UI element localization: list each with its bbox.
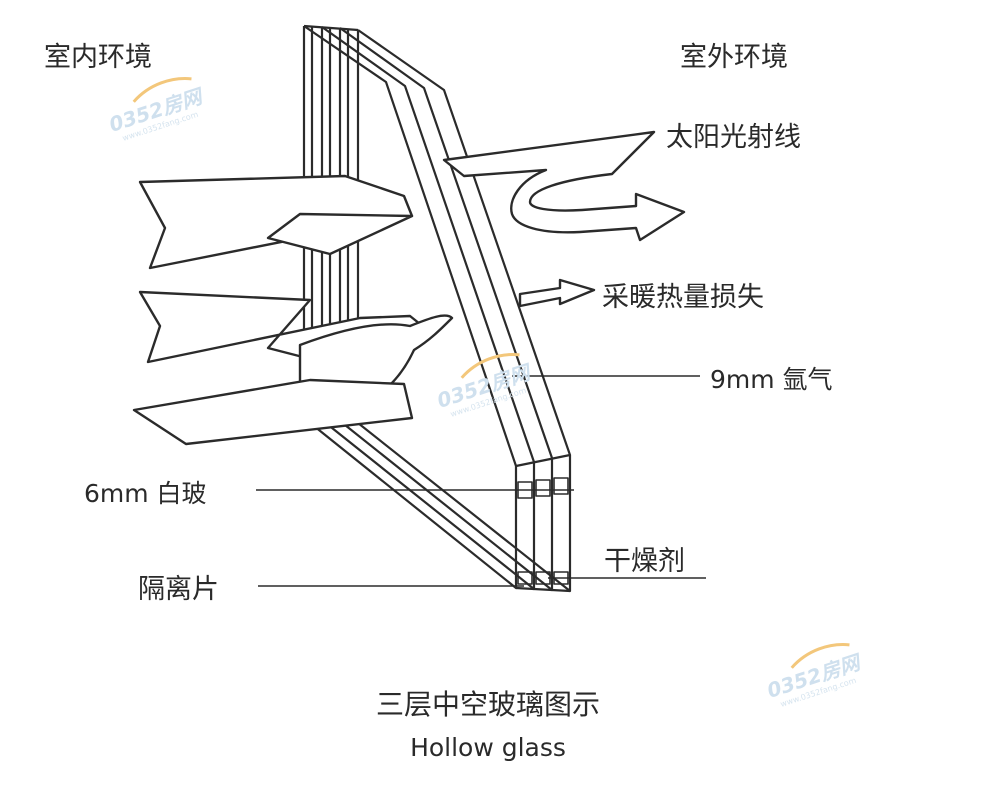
label-spacer: 隔离片 (138, 574, 219, 605)
watermark-swoosh-icon (132, 77, 192, 103)
watermark-swoosh-icon (460, 353, 520, 379)
ribbon-arrow-bottom (132, 378, 414, 446)
ribbon-fold-top (266, 212, 414, 256)
label-heat-loss: 采暖热量损失 (602, 282, 764, 313)
watermark-bottom: 0352房网 www.0352fang.com (764, 643, 865, 709)
label-desiccant: 干燥剂 (604, 546, 685, 577)
glass-pane-2 (320, 26, 536, 591)
leader-lines (256, 375, 706, 587)
heat-loss-arrow (518, 278, 596, 308)
label-outdoor: 室外环境 (680, 42, 788, 73)
label-white-glass: 6mm 白玻 (84, 479, 207, 508)
watermark-top: 0352房网 www.0352fang.com (106, 77, 207, 143)
outdoor-arrows (442, 130, 686, 308)
glass-pane-1 (302, 25, 518, 590)
label-indoor: 室内环境 (44, 42, 152, 73)
title-chinese: 三层中空玻璃图示 (376, 688, 600, 721)
title-english: Hollow glass (410, 733, 566, 762)
label-argon: 9mm 氩气 (710, 365, 833, 394)
label-solar: 太阳光射线 (666, 122, 801, 153)
watermark-swoosh-icon (790, 643, 850, 669)
watermark-middle: 0352房网 www.0352fang.com (434, 353, 535, 419)
solar-ray-arrow (442, 130, 686, 242)
glass-unit (302, 24, 572, 593)
indoor-arrows (132, 174, 454, 446)
